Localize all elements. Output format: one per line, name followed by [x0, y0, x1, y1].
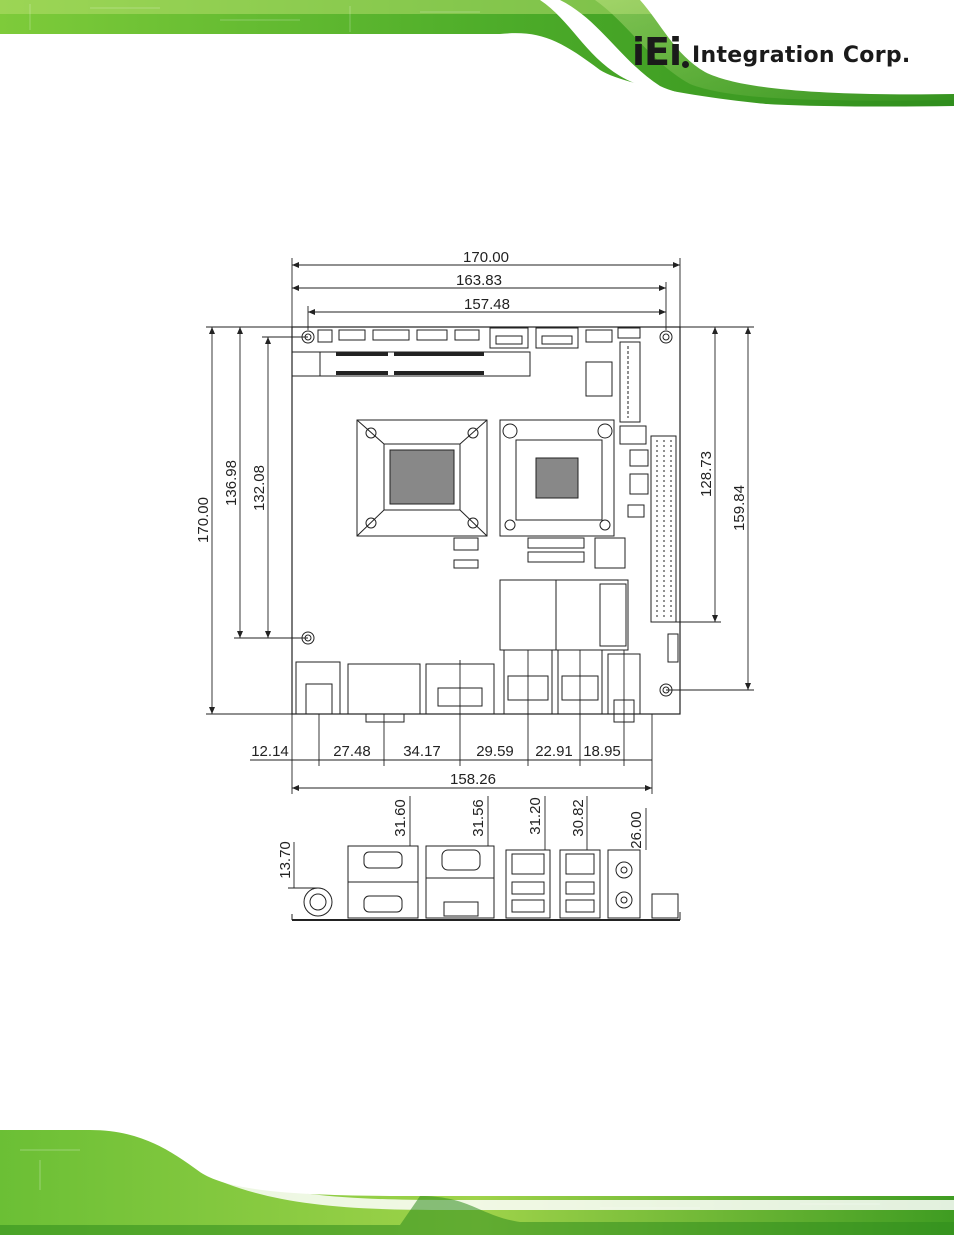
- dim-bottom-6: 18.95: [583, 743, 621, 760]
- dim-bottom-5: 22.91: [535, 743, 573, 760]
- top-connectors: [318, 328, 640, 348]
- dim-bottom-2: 27.48: [333, 743, 371, 760]
- ps2-port: [304, 888, 332, 916]
- dim-top-width-holes: 157.48: [464, 296, 510, 313]
- chipset: [500, 420, 614, 536]
- memory-slot: [292, 352, 530, 376]
- board-outline: [292, 327, 680, 714]
- dim-bottom-total: 158.26: [450, 771, 496, 788]
- top-dimension-lines: [292, 258, 680, 330]
- dim-right-height-outer: 159.84: [731, 485, 748, 531]
- middle-components: [454, 538, 628, 650]
- expansion-header: [651, 436, 678, 662]
- dim-io-height-6: 26.00: [628, 811, 645, 849]
- dim-top-width-second: 163.83: [456, 272, 502, 289]
- dim-right-height-inner: 128.73: [698, 451, 715, 497]
- dim-left-height-overall: 170.00: [195, 497, 212, 543]
- vga-hdmi-block: [426, 846, 494, 918]
- dim-top-width-overall: 170.00: [463, 249, 509, 266]
- dim-io-height-1: 13.70: [277, 841, 294, 879]
- lan-usb-block-1: [506, 850, 550, 918]
- dimension-labels: 170.00 163.83 157.48 170.00 136.98 132.0…: [195, 249, 748, 879]
- rear-io-top-view: [296, 650, 640, 722]
- dim-bottom-4: 29.59: [476, 743, 514, 760]
- left-dimension-lines: [206, 327, 308, 714]
- right-headers: [586, 342, 648, 517]
- dim-io-height-3: 31.56: [470, 799, 487, 837]
- dim-io-height-5: 30.82: [570, 799, 587, 837]
- dim-io-height-2: 31.60: [392, 799, 409, 837]
- dim-left-height-third: 132.08: [251, 465, 268, 511]
- dim-left-height-second: 136.98: [223, 460, 240, 506]
- dim-bottom-1: 12.14: [251, 743, 289, 760]
- dim-io-height-4: 31.20: [527, 797, 544, 835]
- dim-bottom-3: 34.17: [403, 743, 441, 760]
- cpu-socket: [357, 420, 487, 536]
